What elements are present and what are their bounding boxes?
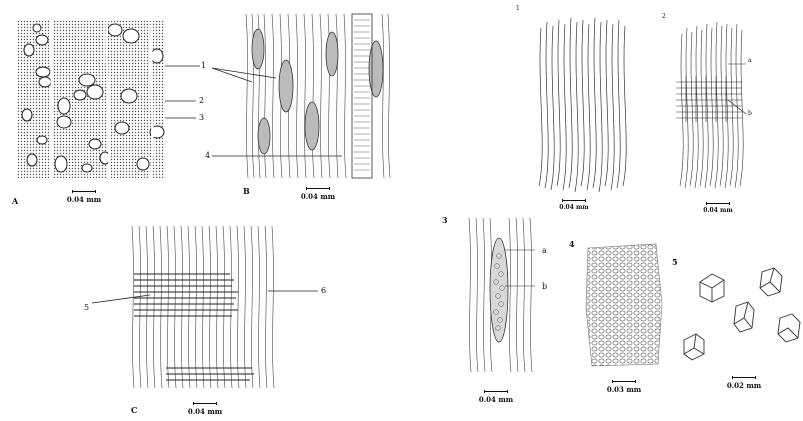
panel-c-radial-section: [130, 226, 278, 388]
fiber-bundle-with-rays-drawing: [672, 22, 752, 190]
panel-2-scale-label: 0.04 mm: [703, 207, 732, 214]
tangential-section-drawing: [242, 14, 392, 178]
panel-b-scale-bar: 0.04 mm: [298, 187, 338, 201]
scale-bar-line: [193, 402, 217, 405]
panel-2-callout-b: b: [748, 111, 752, 117]
panel-5-crystals: [680, 262, 802, 368]
callout-6: 6: [321, 287, 326, 295]
left-plate: A 0.04 mm 1 2 3 4: [0, 0, 420, 421]
panel-1-scale-label: 0.04 mm: [559, 204, 588, 211]
scale-bar-line: [306, 187, 330, 190]
panel-1-label: 1: [516, 6, 520, 12]
panel-1-fiber-bundle: [527, 18, 637, 194]
callout-1: 1: [201, 62, 206, 70]
panel-2-scale-bar: 0.04 mm: [698, 202, 738, 214]
panel-3-callout-b: b: [542, 283, 547, 291]
panel-b-label: B: [243, 187, 250, 195]
panel-2-label: 2: [662, 14, 666, 20]
scale-bar-line: [562, 199, 586, 202]
pitting-drawing: [584, 244, 664, 368]
callout-5: 5: [84, 304, 89, 312]
callout-2: 2: [199, 97, 204, 105]
panel-3-scale-bar: 0.04 mm: [474, 390, 518, 404]
panel-b-tangential-section: [242, 14, 392, 178]
scale-bar-line: [706, 202, 730, 205]
scale-bar-line: [612, 380, 636, 383]
callout-3: 3: [199, 114, 204, 122]
panel-4-pitting: [584, 244, 664, 368]
panel-2-fiber-bundle: [672, 22, 752, 190]
panel-5-scale-label: 0.02 mm: [727, 381, 761, 390]
right-plate: 1 0.04 mm 2: [432, 0, 803, 421]
panel-3-scale-label: 0.04 mm: [479, 395, 513, 404]
panel-5-label: 5: [672, 258, 678, 266]
panel-4-scale-label: 0.03 mm: [607, 385, 641, 394]
panel-3-callout-a: a: [542, 247, 547, 255]
panel-5-scale-bar: 0.02 mm: [722, 376, 766, 390]
panel-2-callout-a: a: [748, 58, 752, 64]
fusiform-ray-drawing: [465, 218, 537, 372]
scale-bar-line: [484, 390, 508, 393]
crystals-drawing: [680, 262, 802, 368]
panel-4-scale-bar: 0.03 mm: [604, 380, 644, 394]
panel-c-scale-bar: 0.04 mm: [185, 402, 225, 416]
panel-4-label: 4: [569, 240, 575, 248]
panel-c-label: C: [131, 406, 137, 414]
panel-c-scale-label: 0.04 mm: [188, 407, 222, 416]
radial-section-drawing: [130, 226, 278, 388]
panel-b-scale-label: 0.04 mm: [301, 192, 335, 201]
fiber-bundle-drawing: [527, 18, 637, 194]
panel-3-label: 3: [442, 216, 448, 224]
callout-4: 4: [205, 152, 210, 160]
panel-1-scale-bar: 0.04 mm: [554, 199, 594, 211]
scale-bar-line: [732, 376, 756, 379]
panel-3-tangential-ray: [465, 218, 537, 372]
